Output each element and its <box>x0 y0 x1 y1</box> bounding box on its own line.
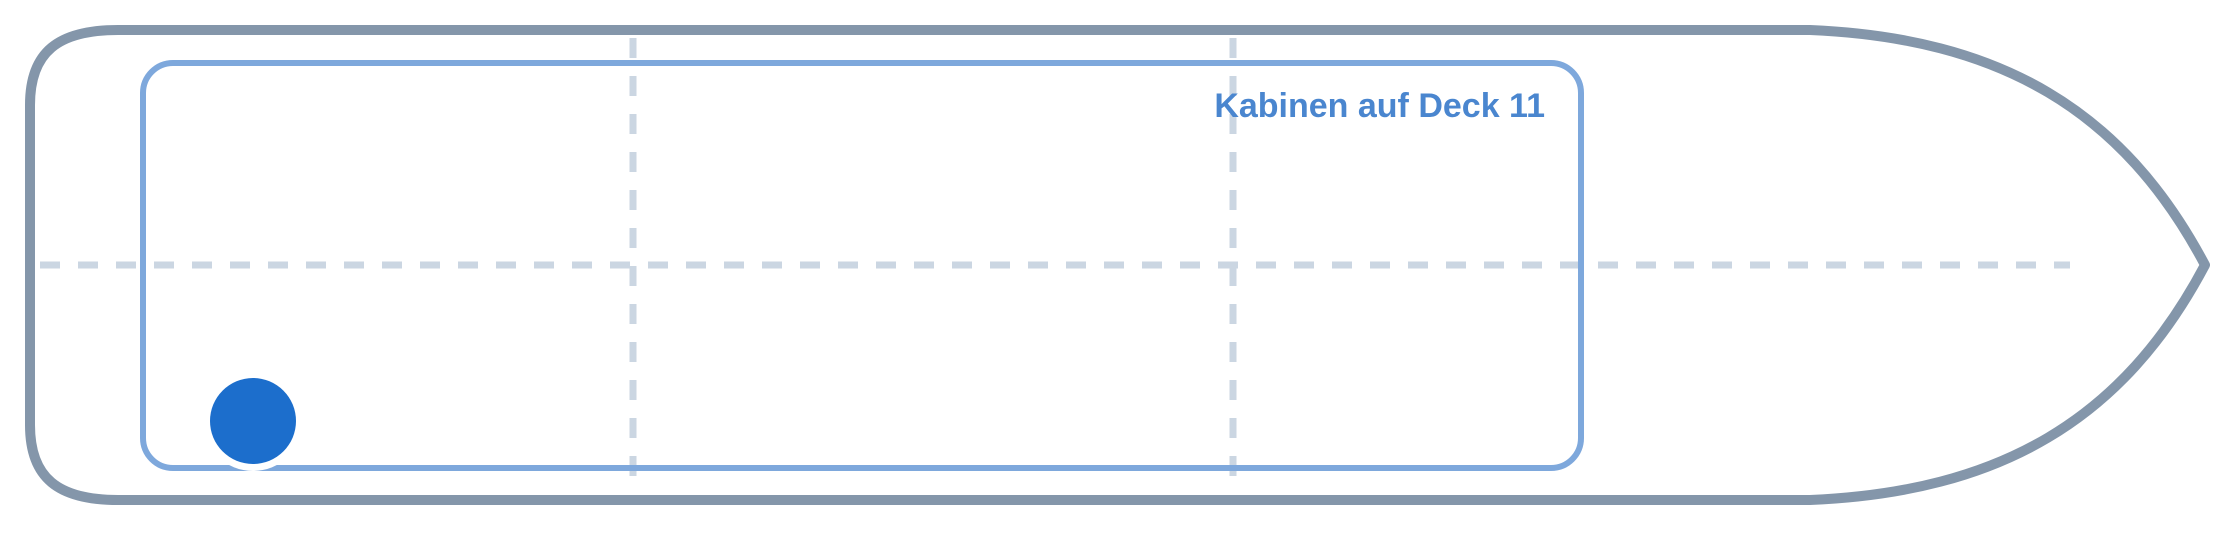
ship-hull-outline <box>25 25 2210 505</box>
deck-grid-lines <box>40 38 2070 490</box>
cabin-area-outline[interactable] <box>140 60 1584 471</box>
location-dot-icon[interactable] <box>210 378 296 464</box>
cabin-area-label: Kabinen auf Deck 11 <box>1214 87 1545 125</box>
